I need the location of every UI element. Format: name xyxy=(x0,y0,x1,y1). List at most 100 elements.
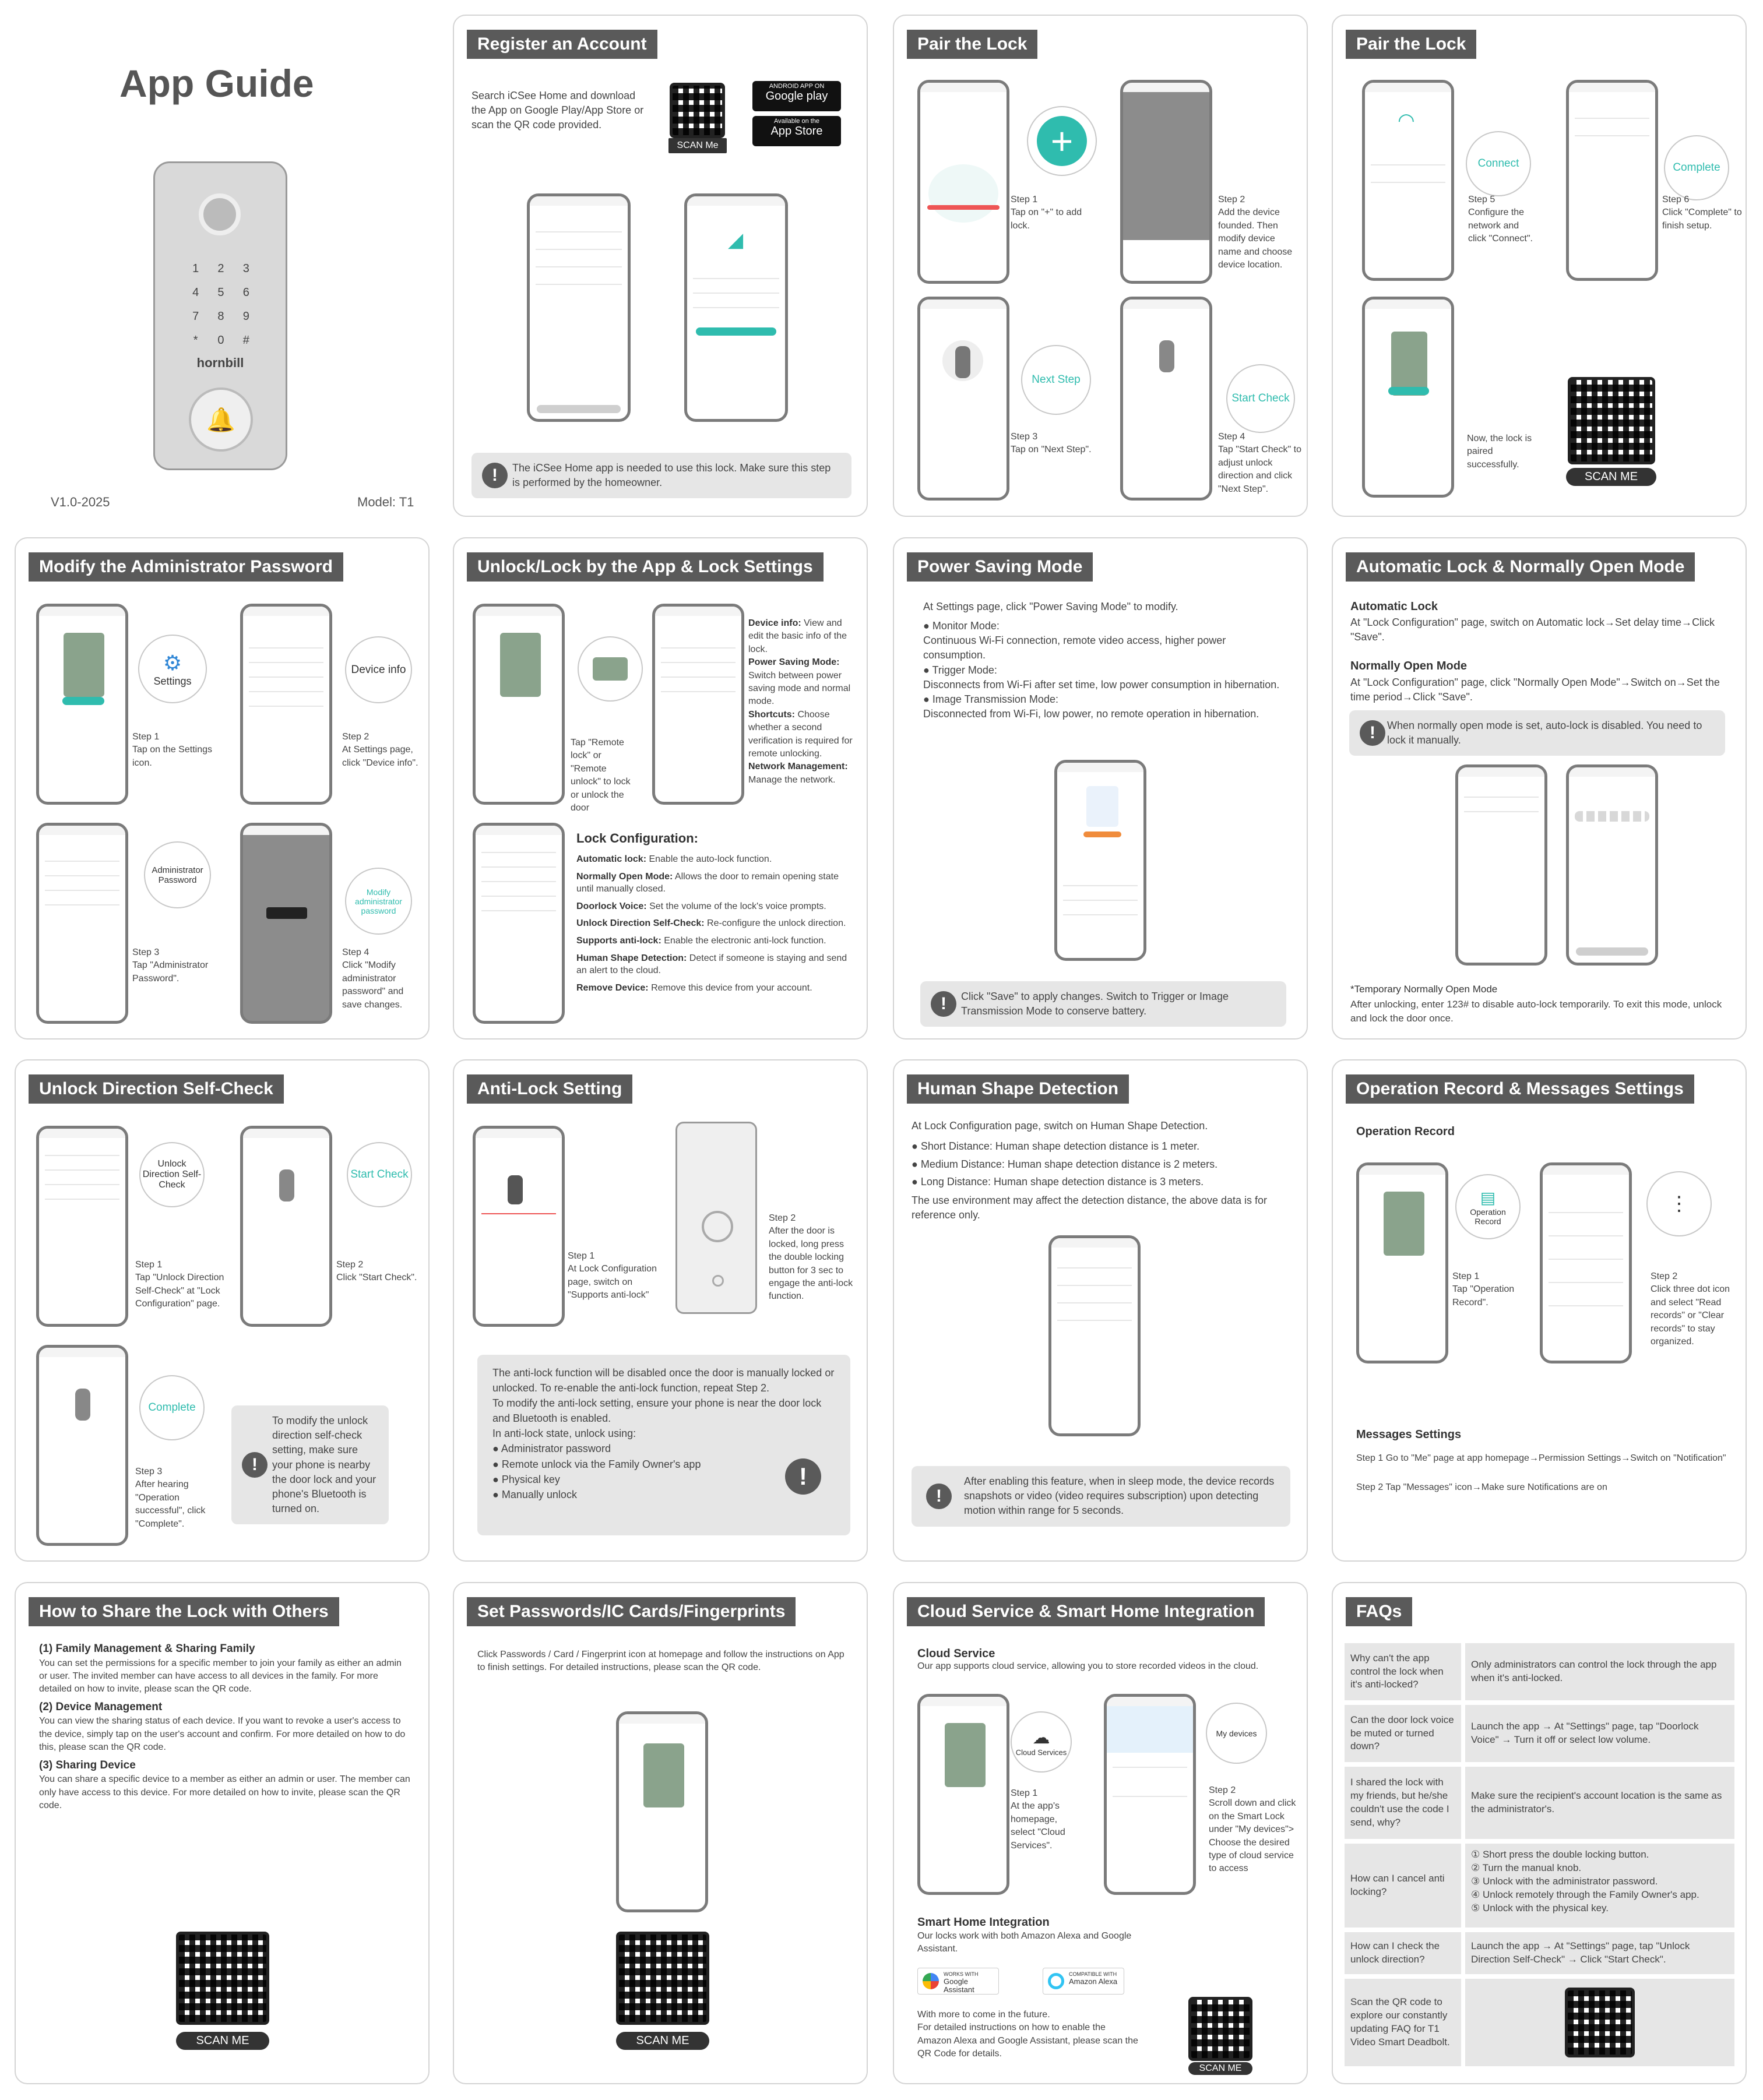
cloud-heading: Cloud Service xyxy=(917,1647,995,1660)
step1-text: Step 1 At Lock Configuration page, switc… xyxy=(568,1251,657,1301)
op-record-heading: Operation Record xyxy=(1356,1125,1455,1138)
phone-settings xyxy=(652,604,744,805)
step2-text: Step 2 Click "Start Check". xyxy=(336,1260,417,1283)
scan-me-button[interactable]: SCAN ME xyxy=(176,2032,269,2050)
phone-step3 xyxy=(917,297,1009,501)
panel-title: Unlock/Lock by the App & Lock Settings xyxy=(467,552,824,582)
passwords-text: Click Passwords / Card / Fingerprint ico… xyxy=(477,1650,844,1673)
panel-register: Register an Account Search iCSee Home an… xyxy=(453,15,868,517)
qr-code xyxy=(616,1932,709,2025)
smart-home-text: Our locks work with both Amazon Alexa an… xyxy=(917,1931,1132,1954)
note-callout: ! The iCSee Home app is needed to use th… xyxy=(471,453,851,499)
scan-me-button[interactable]: SCAN ME xyxy=(616,2032,709,2050)
phone-anti-lock xyxy=(473,1126,565,1327)
faq-question: Why can't the app control the lock when … xyxy=(1345,1643,1461,1700)
remote-lock-callout xyxy=(578,636,643,702)
note-callout: ! After enabling this feature, when in s… xyxy=(912,1466,1290,1527)
settings-callout: ⚙Settings xyxy=(138,635,207,703)
panel-title: How to Share the Lock with Others xyxy=(29,1597,339,1626)
phone-login: ◢ xyxy=(684,193,788,422)
messages-step1: Step 1 Go to "Me" page at app homepage→P… xyxy=(1356,1453,1726,1463)
more-text: With more to come in the future. For det… xyxy=(917,2010,1138,2059)
add-icon: + xyxy=(1027,106,1097,176)
faq-question: How can I cancel anti locking? xyxy=(1345,1844,1461,1928)
scan-me-button[interactable]: SCAN ME xyxy=(1566,468,1656,486)
phone-step6 xyxy=(1566,80,1658,281)
gear-icon: ⚙ xyxy=(163,650,182,675)
panel-cloud: Cloud Service & Smart Home Integration C… xyxy=(893,1582,1308,2084)
direction-callout: Unlock Direction Self-Check xyxy=(139,1142,205,1207)
warning-icon: ! xyxy=(785,1458,821,1495)
step2-text: Step 2 Add the device founded. Then modi… xyxy=(1218,195,1293,270)
phone-step5: ◠ xyxy=(1362,80,1454,281)
modify-callout: Modify administrator password xyxy=(345,868,412,935)
panel-faqs: FAQs Why can't the app control the lock … xyxy=(1332,1582,1747,2084)
step4-text: Step 4 Tap "Start Check" to adjust unloc… xyxy=(1218,432,1301,494)
my-devices-callout: My devices xyxy=(1206,1703,1267,1764)
google-icon xyxy=(923,1973,939,1989)
phone-home xyxy=(473,604,565,805)
step3-text: Step 3 Tap "Administrator Password". xyxy=(132,947,209,984)
phone-complete xyxy=(36,1345,128,1546)
panel-admin-password: Modify the Administrator Password ⚙Setti… xyxy=(15,537,430,1040)
panel-title: Pair the Lock xyxy=(907,30,1038,59)
cover-title: App Guide xyxy=(119,62,314,105)
step1-text: Step 1 Tap on the Settings icon. xyxy=(132,732,212,768)
phone-home xyxy=(616,1711,708,1912)
phone-home xyxy=(1356,1162,1448,1363)
more-icon[interactable]: ⋮ xyxy=(1646,1171,1712,1236)
warning-icon: ! xyxy=(1360,720,1385,746)
scan-me-button[interactable]: SCAN ME xyxy=(1188,2062,1252,2075)
scan-label: SCAN Me xyxy=(668,138,727,153)
note-callout: ! When normally open mode is set, auto-l… xyxy=(1349,710,1725,756)
step1-text: Step 1 At the app's homepage, select "Cl… xyxy=(1011,1788,1065,1851)
lock-config-list: Automatic lock: Enable the auto-lock fun… xyxy=(576,854,847,993)
step1-text: Step 1 Tap on "+" to add lock. xyxy=(1011,195,1082,231)
phone-step4 xyxy=(1120,297,1212,501)
step4-text: Step 4 Click "Modify administrator passw… xyxy=(342,947,404,1010)
panel-title: FAQs xyxy=(1346,1597,1413,1626)
phone-power-saving xyxy=(1054,760,1146,961)
phone-human-shape xyxy=(1048,1235,1141,1436)
env-text: The use environment may affect the detec… xyxy=(912,1195,1268,1221)
panel-title: Pair the Lock xyxy=(1346,30,1477,59)
panel-unlock-settings: Unlock/Lock by the App & Lock Settings T… xyxy=(453,537,868,1040)
phone-auto-lock xyxy=(1455,764,1547,966)
faq-question: Can the door lock voice be muted or turn… xyxy=(1345,1705,1461,1762)
lock-interior-illustration xyxy=(675,1122,757,1314)
model: Model: T1 xyxy=(357,495,414,509)
panel-title: Automatic Lock & Normally Open Mode xyxy=(1346,552,1695,582)
lock-config-title: Lock Configuration: xyxy=(576,831,698,845)
warning-icon: ! xyxy=(926,1483,952,1509)
warning-icon: ! xyxy=(482,463,508,489)
note-box: The anti-lock function will be disabled … xyxy=(477,1355,850,1535)
step1-text: Step 1 Tap "Operation Record". xyxy=(1452,1271,1515,1308)
normally-open-text: At "Lock Configuration" page, click "Nor… xyxy=(1350,676,1720,703)
panel-passwords: Set Passwords/IC Cards/Fingerprints Clic… xyxy=(453,1582,868,2084)
phone-home xyxy=(1362,297,1454,498)
panel-title: Cloud Service & Smart Home Integration xyxy=(907,1597,1265,1626)
panel-anti-lock: Anti-Lock Setting Step 1 At Lock Configu… xyxy=(453,1059,868,1562)
complete-callout: Complete xyxy=(1664,135,1729,200)
temp-mode-text: After unlocking, enter 123# to disable a… xyxy=(1350,999,1722,1024)
settings-descriptions: Device info: View and edit the basic inf… xyxy=(748,618,853,785)
temp-mode-heading: *Temporary Normally Open Mode xyxy=(1350,984,1498,995)
faq-answer xyxy=(1465,1979,1734,2066)
phone-explore xyxy=(1104,1694,1196,1895)
auto-lock-text: At "Lock Configuration" page, switch on … xyxy=(1350,616,1715,643)
step5-text: Step 5 Configure the network and click "… xyxy=(1468,195,1533,244)
distance-list: ● Short Distance: Human shape detection … xyxy=(912,1140,1218,1188)
admin-password-callout: Administrator Password xyxy=(144,841,211,908)
phone-lock-config xyxy=(36,1126,128,1327)
warning-icon: ! xyxy=(931,991,956,1017)
step2-text: Step 2 After the door is locked, long pr… xyxy=(769,1213,853,1302)
op-record-callout: ▤Operation Record xyxy=(1455,1174,1521,1239)
phone-normally-open xyxy=(1566,764,1658,966)
faq-question: I shared the lock with my friends, but h… xyxy=(1345,1767,1461,1839)
share-text: (1) Family Management & Sharing Family Y… xyxy=(39,1643,410,1810)
phone-admin-password xyxy=(240,823,332,1024)
next-step-callout: Next Step xyxy=(1021,345,1091,415)
